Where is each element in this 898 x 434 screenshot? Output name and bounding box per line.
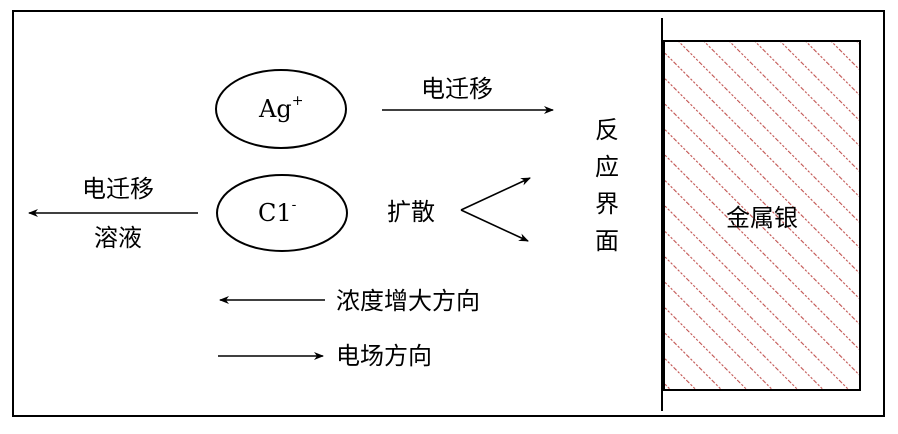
silver-ion-charge: + <box>292 93 304 109</box>
concentration-direction-label: 浓度增大方向 <box>336 287 480 315</box>
diffusion-label: 扩散 <box>387 198 435 226</box>
electromigration-right-label: 电迁移 <box>421 75 493 103</box>
solution-label: 溶液 <box>94 224 142 252</box>
metal-label: 金属银 <box>726 204 798 232</box>
chloride-ion-charge: - <box>292 197 297 213</box>
interface-char-1: 反 <box>595 116 619 144</box>
diffusion-arrow-up <box>460 177 531 211</box>
outer-frame <box>12 10 885 417</box>
field-direction-label: 电场方向 <box>336 342 432 370</box>
diffusion-arrow-down <box>460 209 529 242</box>
chloride-ion-symbol: C1 <box>258 199 292 227</box>
interface-char-2: 应 <box>595 153 619 181</box>
interface-char-4: 面 <box>595 227 619 255</box>
silver-ion-ellipse <box>215 69 347 149</box>
silver-ion-label: Ag+ <box>258 93 303 123</box>
chloride-ion-label: C1- <box>258 197 297 227</box>
metal-silver-block <box>663 40 861 391</box>
electromigration-left-label: 电迁移 <box>82 175 154 203</box>
silver-ion-symbol: Ag <box>258 95 292 123</box>
interface-char-3: 界 <box>595 190 619 218</box>
chloride-ion-ellipse <box>216 174 348 252</box>
